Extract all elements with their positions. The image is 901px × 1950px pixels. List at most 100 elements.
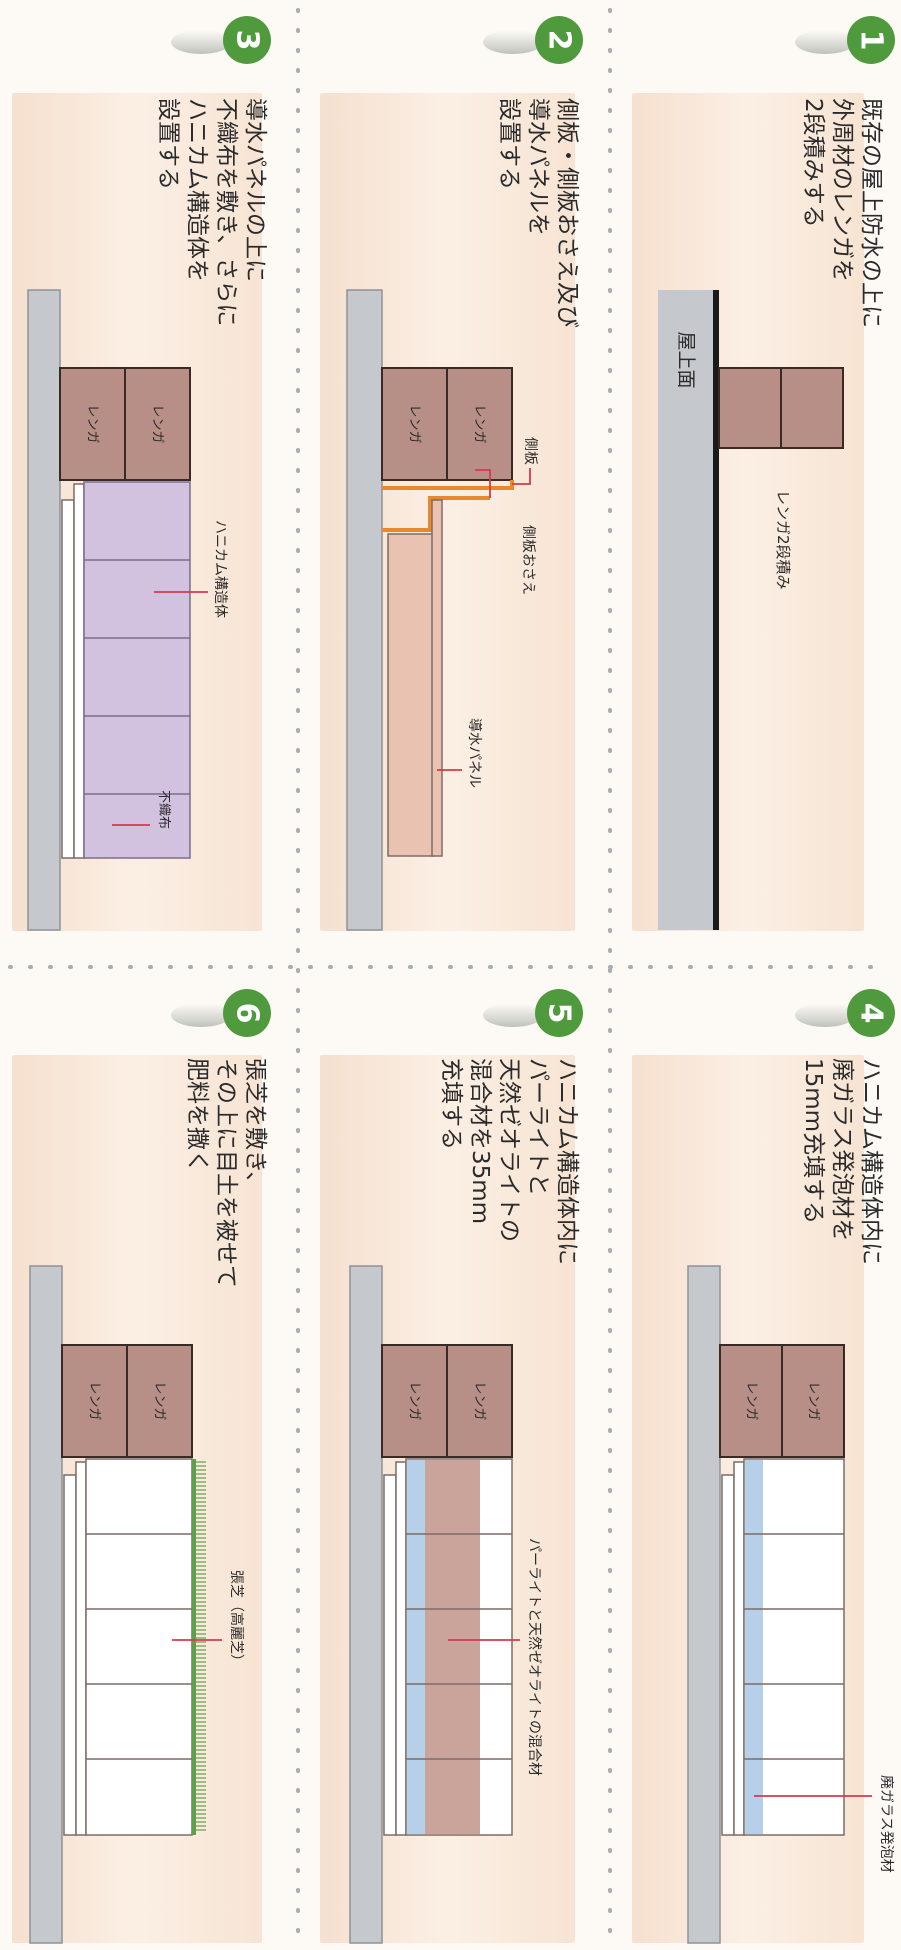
step-title-line: パーライトと xyxy=(525,1058,551,1196)
step-4: 4 ハニカム構造体内に 廃ガラス発泡材を 15mm充填する レンガ レンガ 廃ガ… xyxy=(632,989,895,1944)
brick-label: レンガ xyxy=(407,1381,422,1420)
mixture-label: パーライトと天然ゼオライトの混合材 xyxy=(526,1538,543,1776)
brick xyxy=(124,367,191,481)
nonwoven-label: 不織布 xyxy=(156,790,171,829)
roof-surface-label: 屋上面 xyxy=(675,331,697,388)
brick xyxy=(126,1344,193,1458)
step-title: ハニカム構造体内に パーライトと 天然ゼオライトの 混合材を35mm 充填する xyxy=(438,1058,580,1272)
brick xyxy=(381,1344,448,1458)
honeycomb-structure xyxy=(85,1458,193,1836)
step-title-line: 外周材のレンガを xyxy=(829,98,855,282)
step-title-line: 肥料を撒く xyxy=(184,1058,210,1173)
badge-shadow xyxy=(171,1003,231,1027)
step-title: 導水パネルの上に 不織布を敷き、さらに ハニカム構造体を 設置する xyxy=(155,98,268,334)
brick xyxy=(718,367,782,449)
brick-label: レンガ xyxy=(85,404,100,443)
badge-shadow xyxy=(483,1003,543,1027)
nonwoven-fabric xyxy=(733,1461,745,1836)
step-2: 2 側板・側板おさえ及び 導水パネルを 設置する レンガ レンガ 側板 側板おさ… xyxy=(320,16,583,931)
step-title-line: 導水パネルを xyxy=(525,98,551,236)
step-title: 側板・側板おさえ及び 導水パネルを 設置する xyxy=(496,98,580,335)
mixture-fill xyxy=(425,1460,480,1834)
drain-panel xyxy=(383,1474,397,1836)
drain-panel xyxy=(721,1474,735,1836)
brick xyxy=(780,367,844,449)
step-number-badge xyxy=(847,16,895,64)
glass-foam-fill xyxy=(745,1460,763,1834)
roof-surface xyxy=(349,1265,383,1944)
leader-line xyxy=(475,469,491,498)
step-title-line: 張芝を敷き、 xyxy=(242,1058,268,1194)
brick xyxy=(446,1344,513,1458)
step-title-line: その上に目土を被せて xyxy=(213,1058,239,1288)
step-title: ハニカム構造体内に 廃ガラス発泡材を 15mm充填する xyxy=(800,1058,884,1272)
side-plate-holder xyxy=(382,496,490,532)
step-title-line: 天然ゼオライトの xyxy=(496,1058,522,1242)
badge-shadow xyxy=(795,30,855,54)
step-title-line: 設置する xyxy=(496,98,522,190)
brick xyxy=(446,367,513,481)
leader-line xyxy=(512,468,531,485)
step-title-line: 側板・側板おさえ及び xyxy=(554,98,580,328)
badge-shadow xyxy=(483,30,543,54)
glass-foam-label: 廃ガラス発泡材 xyxy=(878,1775,895,1873)
drain-panel-label: 導水パネル xyxy=(466,718,482,788)
roof-surface xyxy=(346,289,383,931)
step-title-line: 混合材を35mm xyxy=(467,1058,493,1224)
nonwoven-fabric xyxy=(75,1461,87,1836)
step-title: 張芝を敷き、 その上に目土を被せて 肥料を撒く xyxy=(184,1058,268,1295)
brick-label: レンガ xyxy=(152,1381,167,1420)
honeycomb-structure xyxy=(83,481,191,859)
step-title-line: ハニカム構造体内に xyxy=(858,1058,884,1265)
brick-label: レンガ xyxy=(806,1381,821,1420)
step-title: 既存の屋上防水の上に 外周材のレンガを 2段積みする xyxy=(800,98,884,335)
step-number: 6 xyxy=(230,1003,265,1024)
roof-surface xyxy=(29,1265,63,1944)
roof-surface xyxy=(658,290,715,930)
brick xyxy=(719,1344,783,1458)
step-number-badge xyxy=(535,16,583,64)
brick xyxy=(59,367,126,481)
step-title-line: 15mm充填する xyxy=(800,1058,826,1224)
step-number: 4 xyxy=(854,1003,889,1024)
step-number-badge xyxy=(847,989,895,1037)
drain-panel xyxy=(387,533,435,857)
honeycomb-label: ハニカム構造体 xyxy=(212,520,228,618)
brick xyxy=(781,1344,845,1458)
step-title-line: 2段積みする xyxy=(800,98,826,228)
step-title-line: 既存の屋上防水の上に xyxy=(858,98,884,328)
step-number: 5 xyxy=(542,1003,577,1024)
brick xyxy=(381,367,448,481)
brick-label: レンガ xyxy=(472,404,487,443)
side-plate xyxy=(382,480,514,490)
step-title-line: 不織布を敷き、さらに xyxy=(213,98,239,326)
turf-grass xyxy=(196,1461,206,1831)
step-5: 5 ハニカム構造体内に パーライトと 天然ゼオライトの 混合材を35mm 充填す… xyxy=(320,989,583,1944)
step-panel xyxy=(320,93,575,931)
drain-panel xyxy=(61,499,75,859)
step-title-line: 充填する xyxy=(438,1058,464,1150)
waterproof-layer xyxy=(713,290,719,930)
step-title-line: ハニカム構造体を xyxy=(184,98,210,282)
step-number-badge xyxy=(223,989,271,1037)
drain-panel xyxy=(63,1474,77,1836)
side-plate-label: 側板 xyxy=(522,437,538,465)
brick-label: レンガ xyxy=(87,1381,102,1420)
step-number-badge xyxy=(223,16,271,64)
step-title-line: 廃ガラス発泡材を xyxy=(829,1058,855,1242)
nonwoven-fabric xyxy=(73,483,85,859)
badge-shadow xyxy=(171,30,231,54)
step-title-line: 設置する xyxy=(155,98,181,190)
step-title-line: 導水パネルの上に xyxy=(242,98,268,282)
step-6: 6 張芝を敷き、 その上に目土を被せて 肥料を撒く レンガ レンガ 張芝（高麗芝… xyxy=(12,989,271,1944)
brick-label: レンガ xyxy=(150,404,165,443)
nonwoven-fabric xyxy=(395,1461,407,1836)
step-title-line: ハニカム構造体内に xyxy=(554,1058,580,1265)
step-1: 1 既存の屋上防水の上に 外周材のレンガを 2段積みする 屋上面 レンガ2段積み xyxy=(632,16,895,931)
glass-foam-fill xyxy=(407,1460,425,1834)
step-number: 1 xyxy=(854,30,889,51)
drain-panel-edge xyxy=(431,499,443,857)
turf-label: 張芝（高麗芝） xyxy=(228,1570,245,1668)
step-3: 3 導水パネルの上に 不織布を敷き、さらに ハニカム構造体を 設置する レンガ … xyxy=(12,16,271,931)
